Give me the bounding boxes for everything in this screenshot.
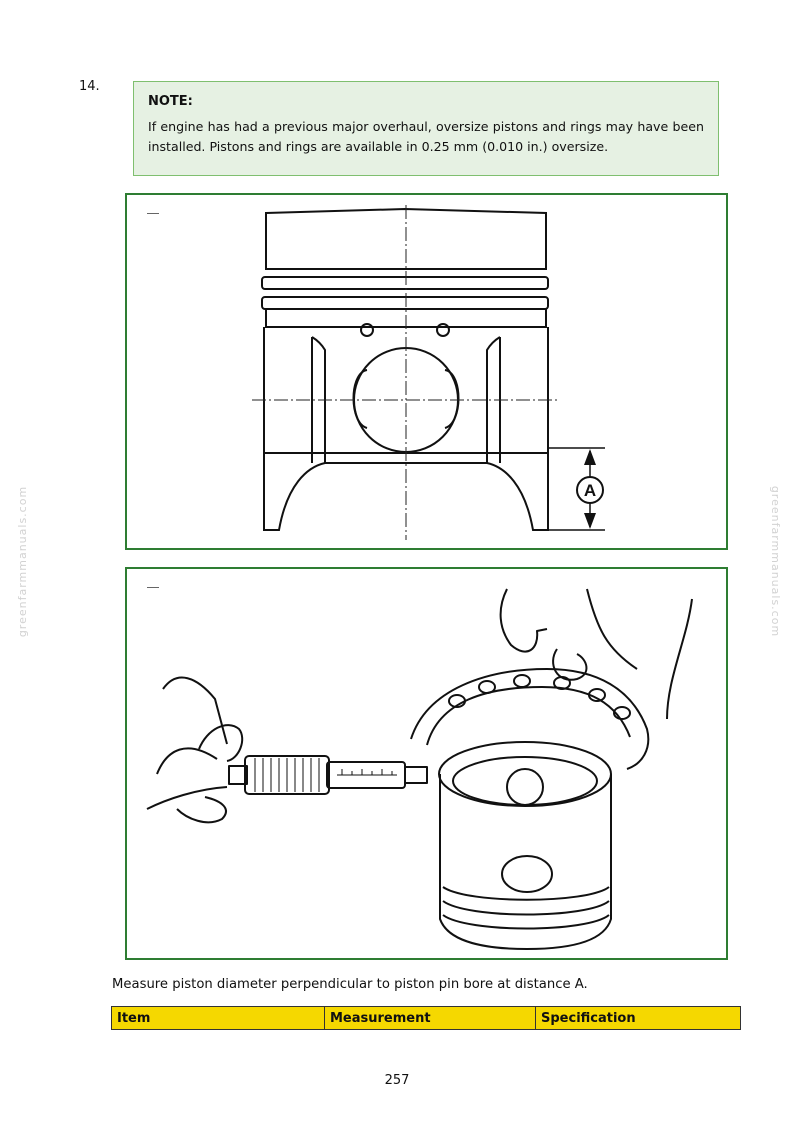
piston-section-figure: A — [125, 193, 728, 550]
watermark-left: greenfarmmanuals.com — [16, 485, 30, 638]
specification-table: Item Measurement Specification — [111, 1006, 741, 1030]
header-item: Item — [111, 1006, 325, 1030]
dimension-a-label: A — [584, 481, 596, 500]
figure-marker — [147, 213, 159, 214]
table-header-row: Item Measurement Specification — [111, 1006, 741, 1030]
micrometer-drawing — [146, 588, 693, 950]
figure-marker — [147, 587, 159, 588]
step-number: 14. — [79, 79, 100, 94]
piston-section-drawing: A — [252, 205, 605, 540]
note-title: NOTE: — [148, 94, 193, 109]
figure-caption: Measure piston diameter perpendicular to… — [112, 977, 588, 992]
note-text: If engine has had a previous major overh… — [148, 119, 704, 154]
note-box: NOTE: If engine has had a previous major… — [133, 81, 719, 176]
watermark-right: greenfarmmanuals.com — [769, 485, 783, 638]
page-number: 257 — [384, 1073, 410, 1088]
header-specification: Specification — [535, 1006, 741, 1030]
header-measurement: Measurement — [324, 1006, 536, 1030]
micrometer-figure — [125, 567, 728, 960]
